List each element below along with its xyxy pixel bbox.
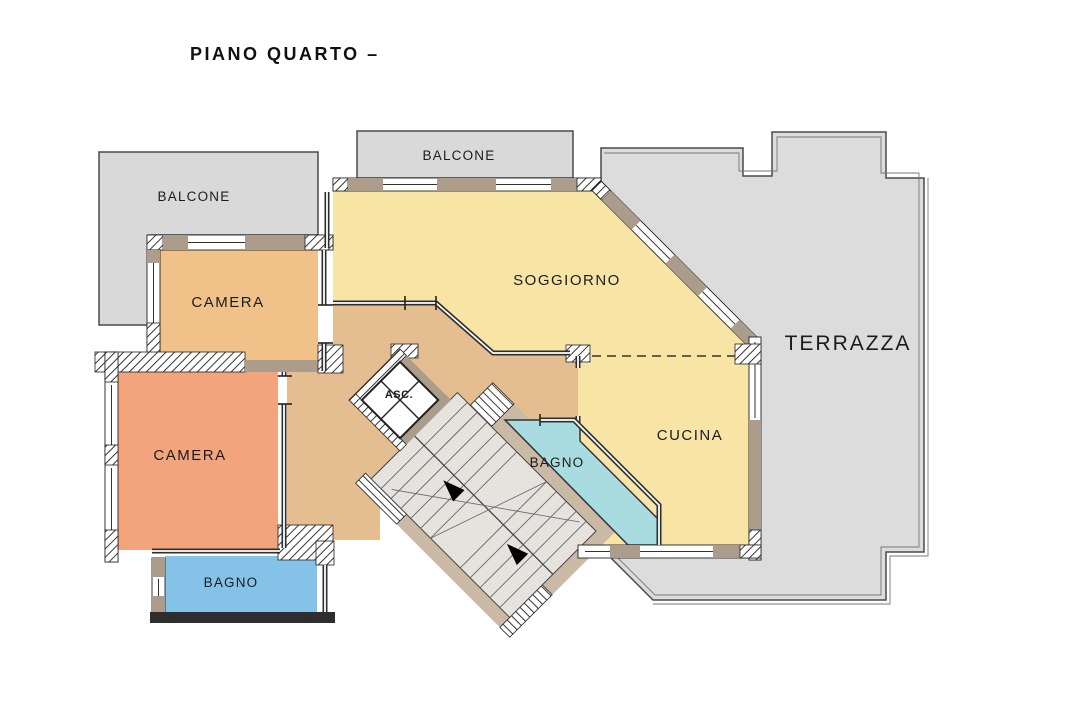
wall-bagno-left-west (151, 557, 166, 613)
door-jambs (278, 296, 541, 426)
pier-hatch-bagno-east (315, 540, 335, 566)
terrazza-parapet-inner (604, 136, 920, 596)
stair-cut-line (391, 489, 580, 523)
label-ascensore: ASC. (385, 389, 413, 401)
wall-soggiorno-north (332, 177, 602, 192)
stair-arrow-down (506, 543, 529, 566)
label-balcone-left: BALCONE (158, 189, 231, 204)
label-bagno-center: BAGNO (530, 455, 585, 470)
room-balcone-top (356, 130, 574, 179)
wall-camera-bottom-west (104, 351, 119, 563)
interior-walls (152, 192, 662, 612)
wall-bagno-left-south (150, 612, 335, 623)
wall-camera-top-north (146, 234, 334, 251)
title: PIANO QUARTO – (190, 44, 380, 64)
room-bagno-left (165, 556, 317, 612)
wall-cucina-south (577, 544, 762, 559)
label-camera-top: CAMERA (191, 294, 264, 311)
label-camera-bottom: CAMERA (153, 447, 226, 464)
stair-landing-line (430, 481, 547, 539)
room-camera-bottom (118, 370, 278, 550)
label-soggiorno: SOGGIORNO (513, 272, 621, 289)
label-cucina: CUCINA (657, 427, 724, 444)
wall-cucina-east (748, 336, 762, 561)
wall-camera-top-west (146, 249, 161, 361)
stair-arrow-up (443, 480, 465, 502)
elevator (348, 348, 451, 452)
label-bagno-left: BAGNO (204, 575, 259, 590)
room-camera-top (160, 250, 318, 360)
label-balcone-top: BALCONE (423, 148, 496, 163)
wall-camera-divider (94, 351, 333, 373)
hatch-dashed-end (734, 343, 762, 365)
label-terrazza: TERRAZZA (785, 332, 912, 355)
terrazza-parapet-outer (653, 178, 929, 605)
